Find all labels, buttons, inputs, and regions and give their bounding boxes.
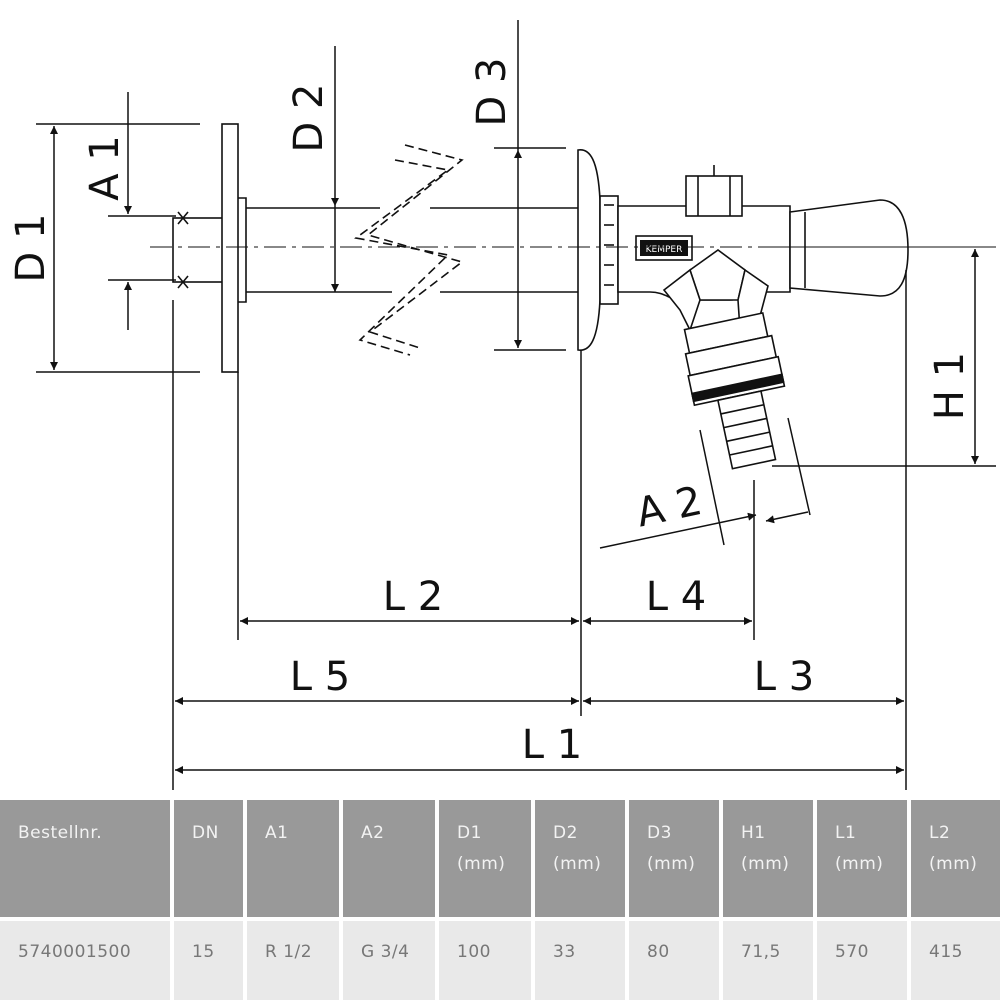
column-header-a1: A1 (247, 800, 339, 917)
column-header-label: D3 (647, 823, 672, 843)
column-header-unit: (mm) (929, 854, 978, 874)
label-d2: D 2 (286, 84, 332, 153)
column-header-d3: D3 (mm) (629, 800, 719, 917)
column-header-label: A2 (361, 823, 385, 843)
table-cell: 5740001500 (0, 921, 170, 1000)
label-l2: L 2 (383, 574, 443, 620)
column-header-label: A1 (265, 823, 289, 843)
column-header-label: DN (192, 823, 219, 843)
dimension-labels: D 1 A 1 D 2 D 3 H 1 A 2 L 2 L 4 L 5 L 3 … (8, 58, 973, 768)
table-cell: R 1/2 (247, 921, 339, 1000)
table-cell: 100 (439, 921, 531, 1000)
label-l5: L 5 (290, 654, 350, 700)
label-l3: L 3 (754, 654, 814, 700)
table-cell: 570 (817, 921, 907, 1000)
column-header-label: H1 (741, 823, 766, 843)
table-cell: G 3/4 (343, 921, 435, 1000)
column-header-dn: DN (174, 800, 243, 917)
column-header-l2: L2 (mm) (911, 800, 1000, 917)
table-cell: 33 (535, 921, 625, 1000)
column-header-h1: H1 (mm) (723, 800, 813, 917)
column-header-unit: (mm) (457, 854, 506, 874)
logo-mark: KEMPER (640, 240, 688, 256)
dimension-lines (36, 20, 996, 790)
column-header-unit: (mm) (647, 854, 696, 874)
label-l1: L 1 (522, 722, 582, 768)
column-header-label: L1 (835, 823, 857, 843)
column-header-d1: D1 (mm) (439, 800, 531, 917)
column-header-unit: (mm) (835, 854, 884, 874)
pipe-body (172, 123, 909, 470)
label-l4: L 4 (646, 574, 706, 620)
logo-text: KEMPER (646, 245, 683, 255)
table-header-row: Bestellnr. DN A1 A2 D1 (mm) D2 (mm) D3 (mm) H1 (mm)… (0, 800, 1000, 917)
column-header-d2: D2 (mm) (535, 800, 625, 917)
column-header-label: D2 (553, 823, 578, 843)
column-header-unit: (mm) (741, 854, 790, 874)
table-cell: 15 (174, 921, 243, 1000)
technical-drawing: KEMPER (8, 20, 996, 790)
label-d3: D 3 (469, 58, 515, 127)
column-header-bestellnr: Bestellnr. (0, 800, 170, 917)
label-d1: D 1 (8, 214, 54, 283)
table-cell: 71,5 (723, 921, 813, 1000)
column-header-unit: (mm) (553, 854, 602, 874)
column-header-label: L2 (929, 823, 951, 843)
table-cell: 415 (911, 921, 1000, 1000)
label-h1: H 1 (927, 352, 973, 420)
table-cell: 80 (629, 921, 719, 1000)
spec-table: Bestellnr. DN A1 A2 D1 (mm) D2 (mm) D3 (mm) H1 (mm)… (0, 800, 1000, 1000)
column-header-label: Bestellnr. (18, 823, 103, 843)
column-header-l1: L1 (mm) (817, 800, 907, 917)
column-header-a2: A2 (343, 800, 435, 917)
column-header-label: D1 (457, 823, 482, 843)
label-a1: A 1 (82, 135, 128, 201)
